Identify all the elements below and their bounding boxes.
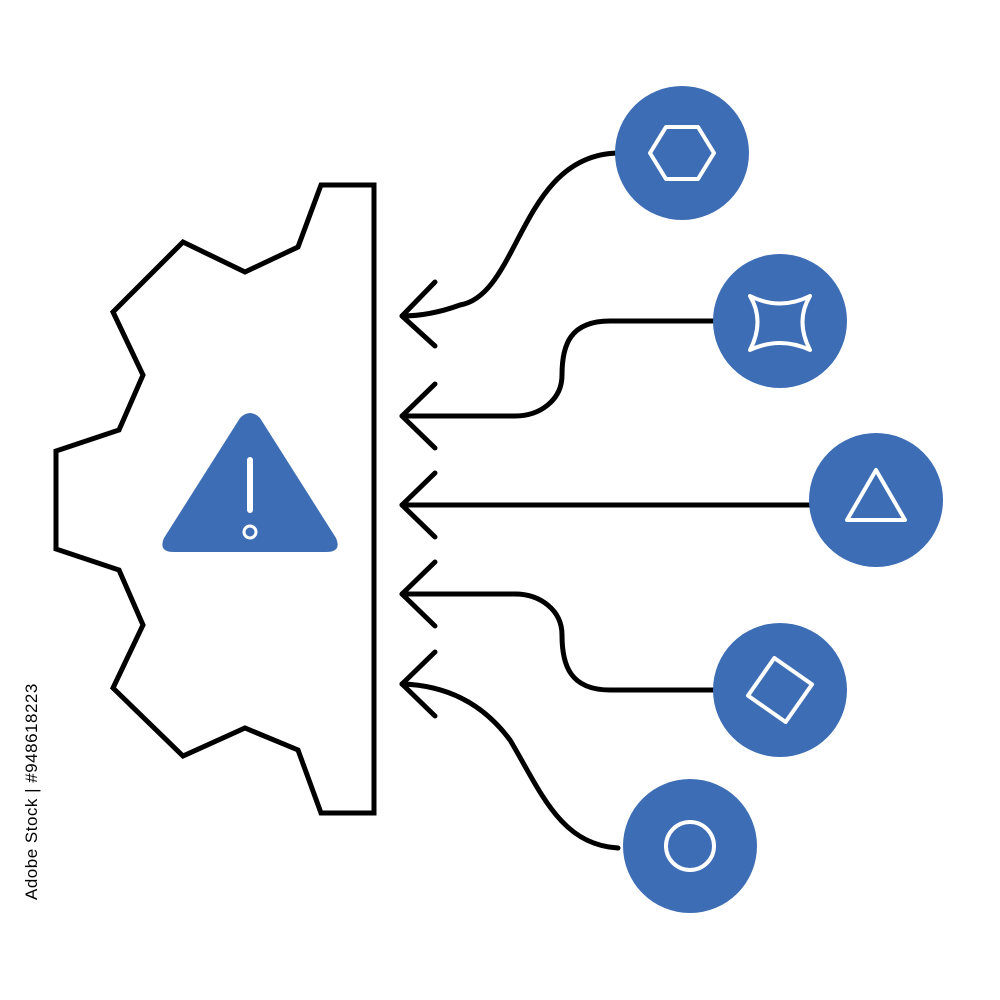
arrowhead-4: [399, 559, 438, 629]
hexagon-icon: [648, 125, 716, 181]
arrowhead-5: [399, 649, 438, 719]
circle-icon: [664, 820, 716, 872]
square-icon: [745, 655, 815, 725]
triangle-icon: [845, 468, 907, 522]
arrowhead-3: [399, 470, 438, 540]
four-point-star-icon: [748, 294, 812, 352]
connector-2: [399, 318, 716, 451]
stock-id-label: Adobe Stock | #948618223: [22, 683, 41, 900]
half-gear-outline: [53, 182, 377, 816]
input-node-star: [713, 254, 847, 388]
input-node-circle: [623, 779, 757, 913]
warning-triangle-icon: [162, 413, 338, 552]
input-node-square: [713, 623, 847, 757]
connector-1: [399, 150, 621, 349]
connector-4: [399, 559, 716, 693]
arrowhead-1: [399, 279, 438, 349]
input-node-triangle: [809, 433, 943, 567]
connector-5: [399, 649, 621, 851]
input-node-hexagon: [615, 86, 749, 220]
arrowhead-2: [399, 381, 438, 451]
connector-3: [399, 470, 813, 540]
